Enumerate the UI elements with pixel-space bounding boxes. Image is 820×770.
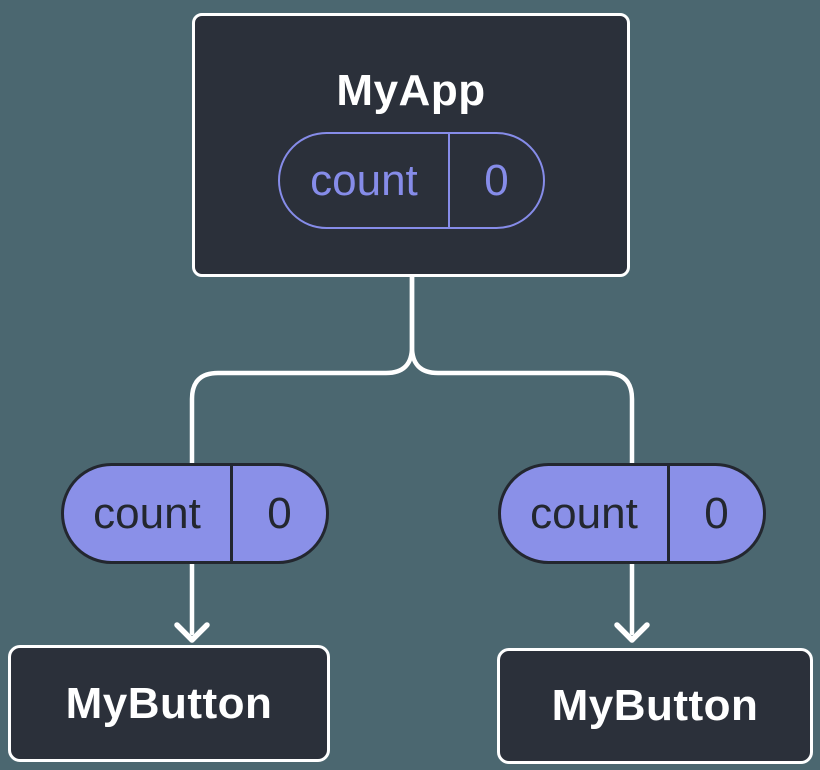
prop-badge-right: count 0	[498, 463, 766, 564]
node-myapp: MyApp count 0	[192, 13, 630, 277]
state-badge-label: count	[280, 134, 451, 227]
node-mybutton-right: MyButton	[497, 648, 813, 764]
prop-badge-value: 0	[704, 488, 729, 538]
prop-badge-value: 0	[267, 488, 292, 538]
prop-badge-label: count	[64, 466, 233, 561]
node-mybutton-title: MyButton	[551, 681, 759, 730]
state-badge-value: 0	[484, 155, 509, 205]
node-mybutton-left: MyButton	[8, 645, 330, 762]
node-mybutton-title: MyButton	[65, 678, 273, 728]
connector-root-to-left-child	[189, 269, 415, 468]
prop-badge-left: count 0	[61, 463, 329, 564]
arrow-down-icon	[614, 559, 650, 643]
prop-badge-label: count	[501, 466, 670, 561]
arrow-down-icon	[174, 559, 210, 643]
node-myapp-title: MyApp	[336, 66, 486, 115]
connector-root-to-right-child	[409, 269, 635, 468]
state-badge-myapp: count 0	[277, 132, 545, 229]
